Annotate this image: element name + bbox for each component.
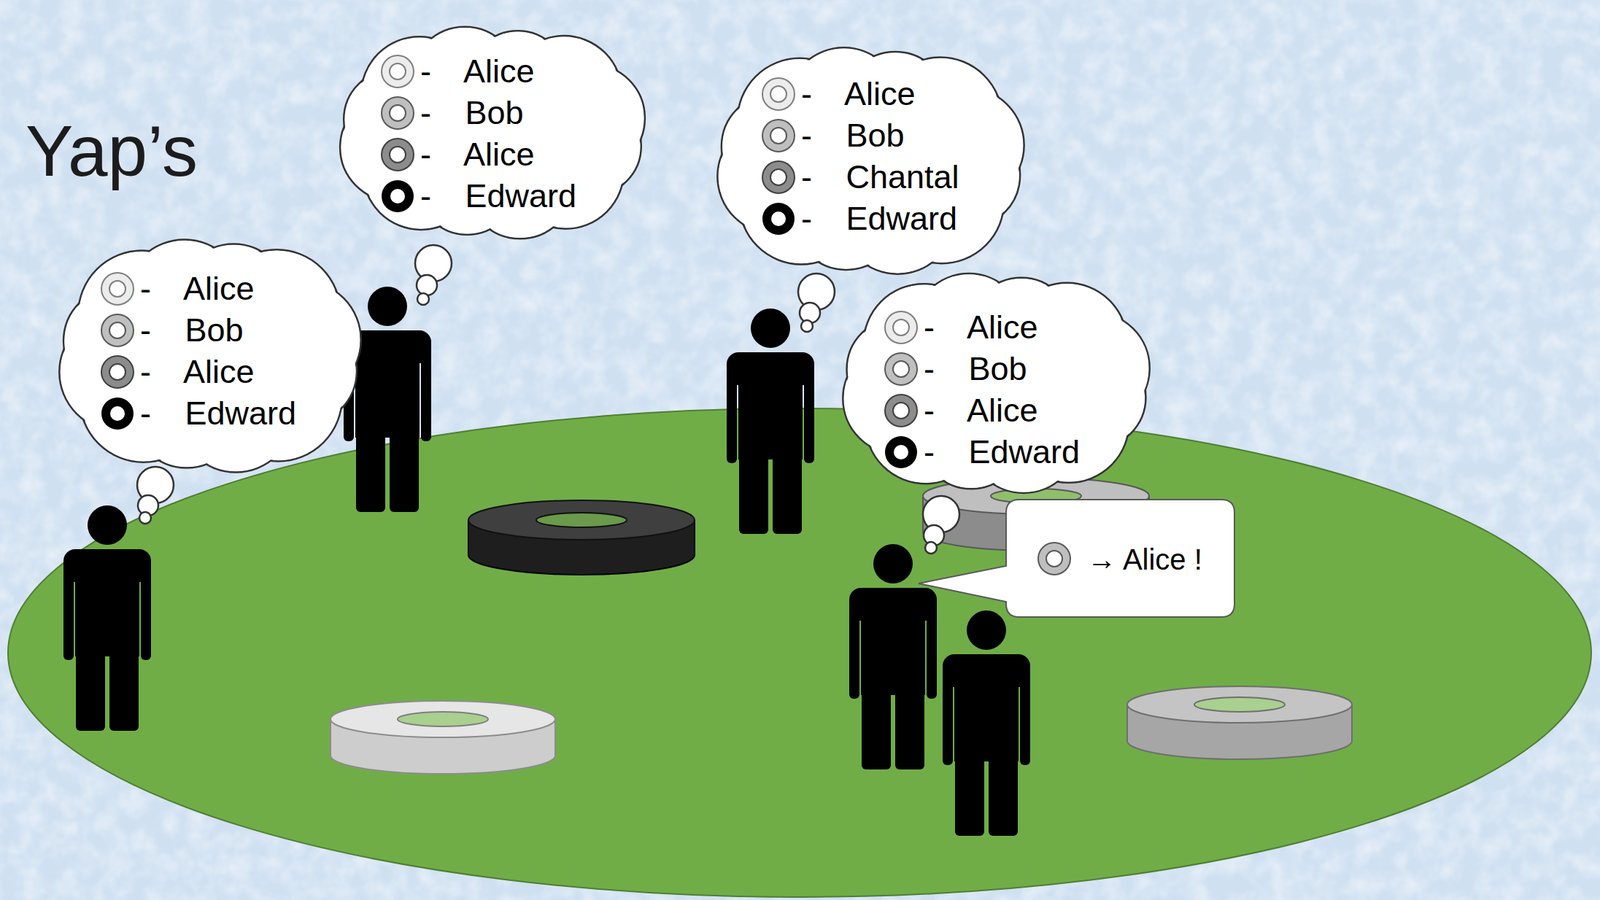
speech-bubble-outline xyxy=(918,499,1235,618)
player-entry: - Alice xyxy=(140,269,255,308)
stone-light xyxy=(330,701,556,775)
thought-tail xyxy=(415,245,452,282)
stone-black xyxy=(468,500,695,575)
stone-hole xyxy=(536,512,627,528)
thought-tail xyxy=(416,275,438,296)
thought-tail xyxy=(801,320,813,332)
stone-hole xyxy=(1194,697,1285,713)
player-entry: - Alice xyxy=(923,391,1039,430)
player-entry: - Alice xyxy=(140,353,255,392)
player-entry: - Bob xyxy=(420,94,524,133)
player-entry: - Bob xyxy=(140,311,244,350)
thought-cloud: - Alice- Bob- Alice- Edward xyxy=(834,267,1158,500)
stone-top xyxy=(330,701,556,738)
diagram-title: Yap’s xyxy=(25,115,198,187)
stone-top xyxy=(468,500,695,540)
stone-top xyxy=(1127,686,1352,724)
player-entry: - Alice xyxy=(420,52,535,91)
stone-hole xyxy=(397,712,489,727)
person-figure xyxy=(726,308,815,535)
player-entry: - Edward xyxy=(923,433,1080,472)
stone-gray xyxy=(1127,686,1352,760)
player-entry: - Alice xyxy=(801,75,916,114)
speech-text: → Alice ! xyxy=(1087,542,1203,577)
player-entry: - Edward xyxy=(801,199,958,238)
player-entry: - Edward xyxy=(420,177,577,216)
player-entry: - Edward xyxy=(140,394,297,433)
thought-cloud: - Alice- Bob- Alice- Edward xyxy=(331,20,653,246)
player-entry: - Bob xyxy=(923,350,1028,389)
person-figure xyxy=(63,505,152,732)
speech-bubble: → Alice ! xyxy=(1006,499,1235,618)
thought-tail xyxy=(139,512,152,524)
thought-tail xyxy=(137,495,159,516)
thought-tail xyxy=(925,542,937,554)
player-entry: - Alice xyxy=(923,308,1039,347)
person-figure xyxy=(942,610,1031,837)
player-entry: - Bob xyxy=(801,116,905,155)
thought-cloud: - Alice- Bob- Alice- Edward xyxy=(51,232,370,480)
thought-tail xyxy=(922,496,960,533)
player-entry: - Chantal xyxy=(801,158,960,197)
thought-tail xyxy=(923,525,945,546)
thought-tail xyxy=(799,302,821,324)
person-figure xyxy=(849,544,937,770)
thought-tail xyxy=(137,466,174,504)
thought-cloud: - Alice- Bob- Chantal- Edward xyxy=(709,40,1033,281)
player-entry: - Alice xyxy=(420,135,535,174)
thought-tail xyxy=(798,273,835,311)
thought-tail xyxy=(417,293,430,305)
